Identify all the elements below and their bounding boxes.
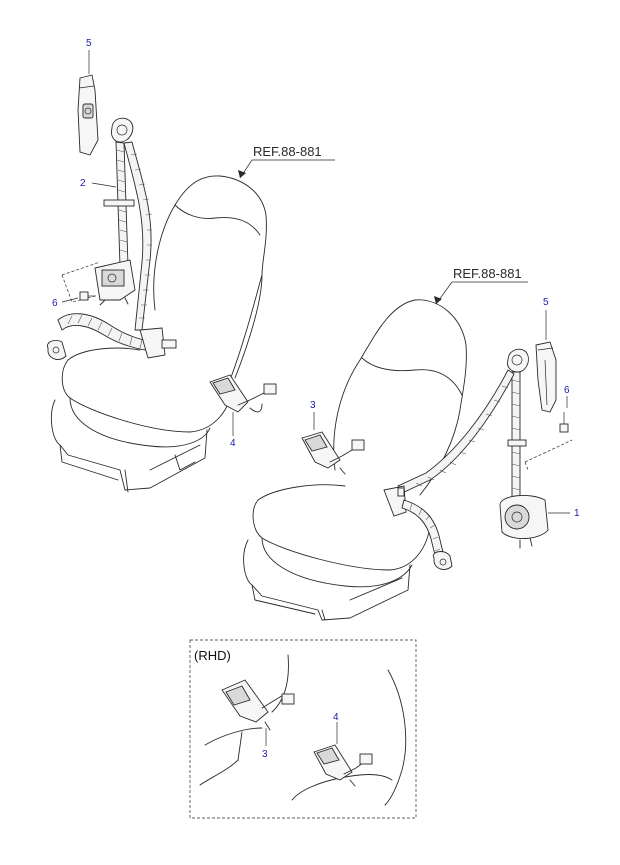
right-bolt (559, 412, 569, 433)
left-lap-belt (47, 313, 177, 360)
ref-label-right: REF.88-881 (453, 266, 522, 281)
callout-right-1: 1 (574, 508, 580, 519)
callout-inset-4: 4 (333, 712, 339, 723)
callout-left-5: 5 (86, 38, 92, 49)
left-pillar-trim (77, 74, 99, 156)
callout-inset-3: 3 (262, 749, 268, 760)
right-seat (243, 299, 467, 621)
left-seat (50, 175, 267, 493)
ref-label-left: REF.88-881 (253, 144, 322, 159)
right-retractor (499, 494, 549, 549)
right-buckle (301, 431, 365, 475)
left-buckle (209, 374, 277, 413)
right-pillar-trim (535, 341, 557, 413)
rhd-label: (RHD) (194, 648, 231, 663)
callout-left-4: 4 (230, 438, 236, 449)
left-retractor (94, 259, 136, 306)
callout-right-5: 5 (543, 297, 549, 308)
rhd-inset: (RHD) 3 4 (189, 639, 417, 819)
callout-right-3: 3 (310, 400, 316, 411)
callout-left-2: 2 (80, 178, 86, 189)
callout-left-6: 6 (52, 298, 58, 309)
right-belt-webbing (383, 348, 529, 570)
callout-right-6: 6 (564, 385, 570, 396)
left-bolt (79, 291, 96, 301)
